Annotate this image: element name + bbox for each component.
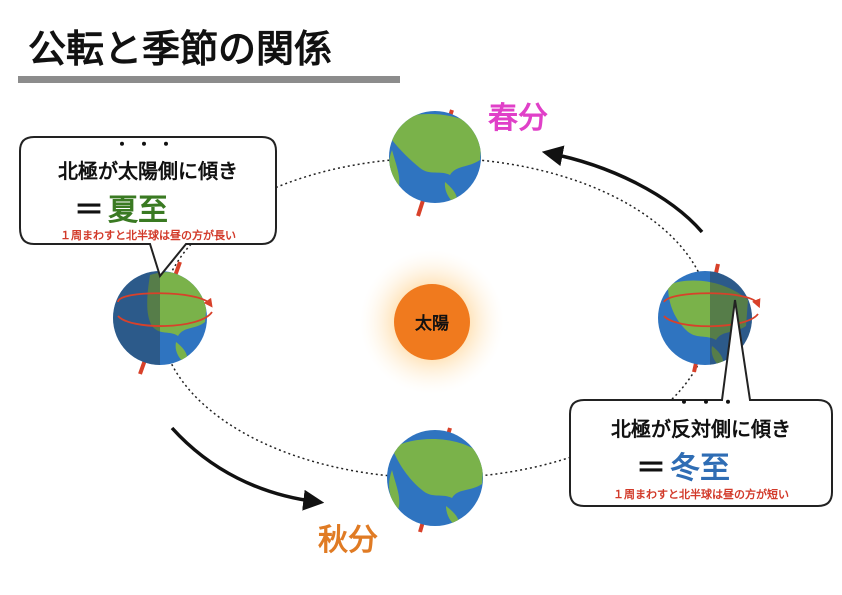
summer-term: 夏至 bbox=[108, 193, 168, 228]
spring-label: 春分 bbox=[488, 101, 548, 136]
revolution-arrow-lower bbox=[170, 426, 325, 511]
earth-spring bbox=[389, 109, 481, 217]
sun-label: 太陽 bbox=[415, 313, 449, 334]
winter-emphasis-dots: ・・・ bbox=[676, 393, 742, 412]
summer-note: １周まわすと北半球は昼の方が長い bbox=[60, 228, 236, 242]
winter-callout: ・・・ 北極が反対側に傾き ＝ 冬至 １周まわすと北半球は昼の方が短い bbox=[569, 299, 833, 507]
summer-equals: ＝ bbox=[74, 193, 104, 228]
title-underline bbox=[18, 76, 400, 83]
summer-callout: ・・・ 北極が太陽側に傾き ＝ 夏至 １周まわすと北半球は昼の方が長い bbox=[19, 135, 277, 279]
earth-autumn bbox=[387, 427, 483, 533]
summer-emphasis-dots: ・・・ bbox=[114, 135, 180, 154]
winter-note: １周まわすと北半球は昼の方が短い bbox=[613, 487, 789, 501]
autumn-label: 秋分 bbox=[318, 523, 378, 558]
winter-callout-line1: 北極が反対側に傾き bbox=[611, 417, 791, 441]
sun bbox=[394, 284, 470, 360]
winter-equals: ＝ bbox=[636, 451, 666, 486]
page-title: 公転と季節の関係 bbox=[28, 27, 332, 71]
revolution-arrow-upper bbox=[541, 145, 704, 234]
summer-callout-line1: 北極が太陽側に傾き bbox=[58, 159, 238, 183]
winter-term: 冬至 bbox=[670, 451, 730, 486]
earth-summer bbox=[113, 261, 213, 375]
